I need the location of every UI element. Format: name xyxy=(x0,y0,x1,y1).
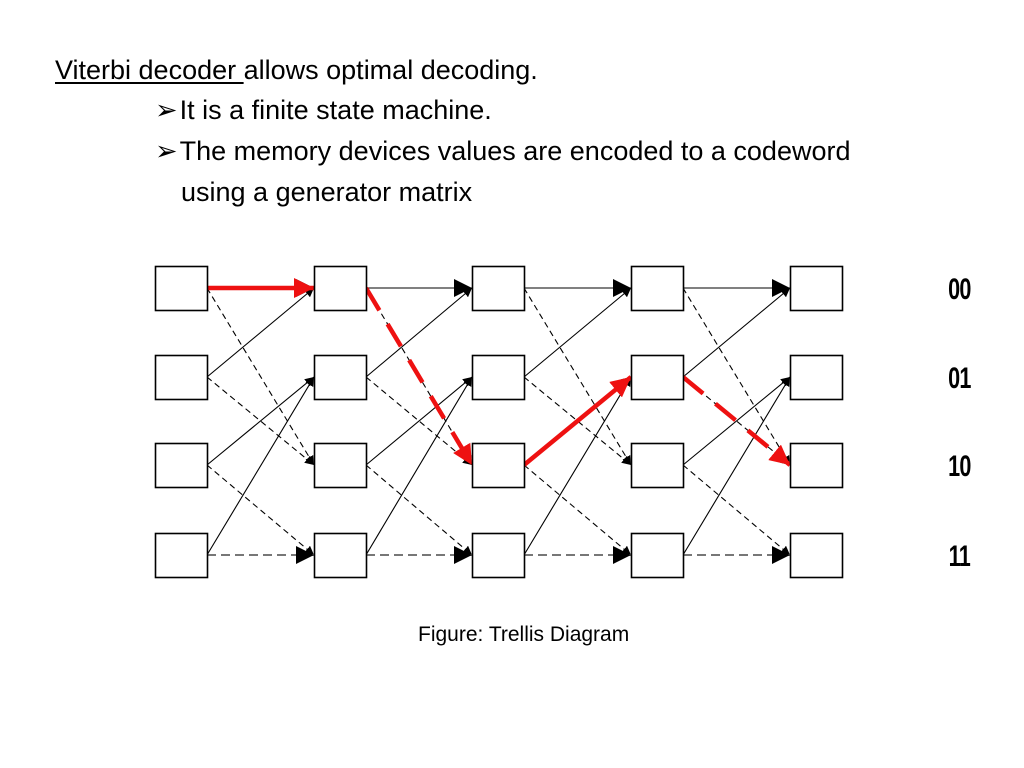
transition-01-to-10-stage-2 xyxy=(523,376,632,466)
bullet-item-2: ➢The memory devices values are encoded t… xyxy=(155,135,851,167)
state-node-01-stage-3: 01 xyxy=(630,354,813,401)
state-box xyxy=(313,265,368,312)
state-box xyxy=(313,532,368,579)
state-box xyxy=(154,265,209,312)
state-box xyxy=(471,354,526,401)
transition-01-to-00-stage-2 xyxy=(523,287,632,378)
state-node-01-stage-1: 01 xyxy=(313,354,496,401)
transition-11-to-01-stage-1 xyxy=(365,376,473,556)
transition-10-to-01-stage-1 xyxy=(365,376,473,466)
state-label: 11 xyxy=(949,538,971,572)
state-node-10-stage-3: 10 xyxy=(630,442,813,489)
arrow-bullet-icon: ➢ xyxy=(155,95,178,125)
bullet-1-text: It is a finite state machine. xyxy=(179,95,492,125)
state-label: 01 xyxy=(948,360,971,394)
state-box xyxy=(154,442,209,489)
state-box xyxy=(630,354,685,401)
state-node-10-stage-2: 10 xyxy=(471,442,654,489)
state-box xyxy=(313,442,368,489)
transition-10-to-11-stage-2 xyxy=(523,464,632,556)
transition-01-to-10-stage-0 xyxy=(206,376,315,466)
state-node-01-stage-0: 01 xyxy=(154,354,337,401)
figure-caption: Figure: Trellis Diagram xyxy=(418,623,630,646)
transition-11-to-01-stage-3 xyxy=(682,376,791,556)
transition-00-to-10-stage-0 xyxy=(206,287,315,466)
heading-rest-text: allows optimal decoding. xyxy=(243,55,538,85)
state-box xyxy=(471,532,526,579)
state-node-10-stage-0: 10 xyxy=(154,442,337,489)
state-box xyxy=(154,532,209,579)
bullet-2-text: The memory devices values are encoded to… xyxy=(179,136,851,166)
transition-01-to-00-stage-3 xyxy=(682,287,791,378)
state-node-11-stage-4: 11 xyxy=(789,532,971,579)
transition-10-to-11-stage-1 xyxy=(365,464,473,556)
transition-10-to-01-stage-3 xyxy=(682,376,791,466)
transition-10-to-11-stage-3 xyxy=(682,464,791,556)
transition-11-to-01-stage-0 xyxy=(206,376,315,556)
bullet-item-2-continuation: using a generator matrix xyxy=(181,177,473,207)
transition-10-to-01-stage-0 xyxy=(206,376,315,466)
state-box xyxy=(789,532,844,579)
state-node-01-stage-4: 01 xyxy=(789,354,972,401)
transition-11-to-01-stage-2 xyxy=(523,376,632,556)
state-node-00-stage-4: 00 xyxy=(789,265,972,312)
slide-heading: Viterbi decoder allows optimal decoding. xyxy=(55,54,538,86)
transition-00-to-10-stage-2 xyxy=(523,287,632,466)
state-box xyxy=(471,265,526,312)
state-box xyxy=(789,265,844,312)
state-box xyxy=(789,442,844,489)
state-box xyxy=(630,442,685,489)
state-label: 10 xyxy=(948,448,971,482)
decoded-path-segment-2 xyxy=(522,375,633,467)
heading-underlined-text: Viterbi decoder xyxy=(55,55,244,85)
decoded-path-segment-1 xyxy=(364,286,474,467)
state-node-01-stage-2: 01 xyxy=(471,354,654,401)
state-node-10-stage-1: 10 xyxy=(313,442,496,489)
state-box xyxy=(313,354,368,401)
transition-00-to-10-stage-3 xyxy=(682,287,791,466)
transition-01-to-00-stage-0 xyxy=(206,287,315,378)
state-box xyxy=(154,354,209,401)
state-node-10-stage-4: 10 xyxy=(789,442,972,489)
state-box xyxy=(471,442,526,489)
transition-10-to-11-stage-0 xyxy=(206,464,315,556)
state-box xyxy=(789,354,844,401)
state-box xyxy=(630,532,685,579)
state-label: 00 xyxy=(948,271,971,305)
state-box xyxy=(630,265,685,312)
transition-01-to-00-stage-1 xyxy=(365,287,473,378)
arrow-bullet-icon: ➢ xyxy=(155,136,178,166)
bullet-item-1: ➢It is a finite state machine. xyxy=(155,94,492,126)
decoded-path-segment-3 xyxy=(681,375,792,467)
